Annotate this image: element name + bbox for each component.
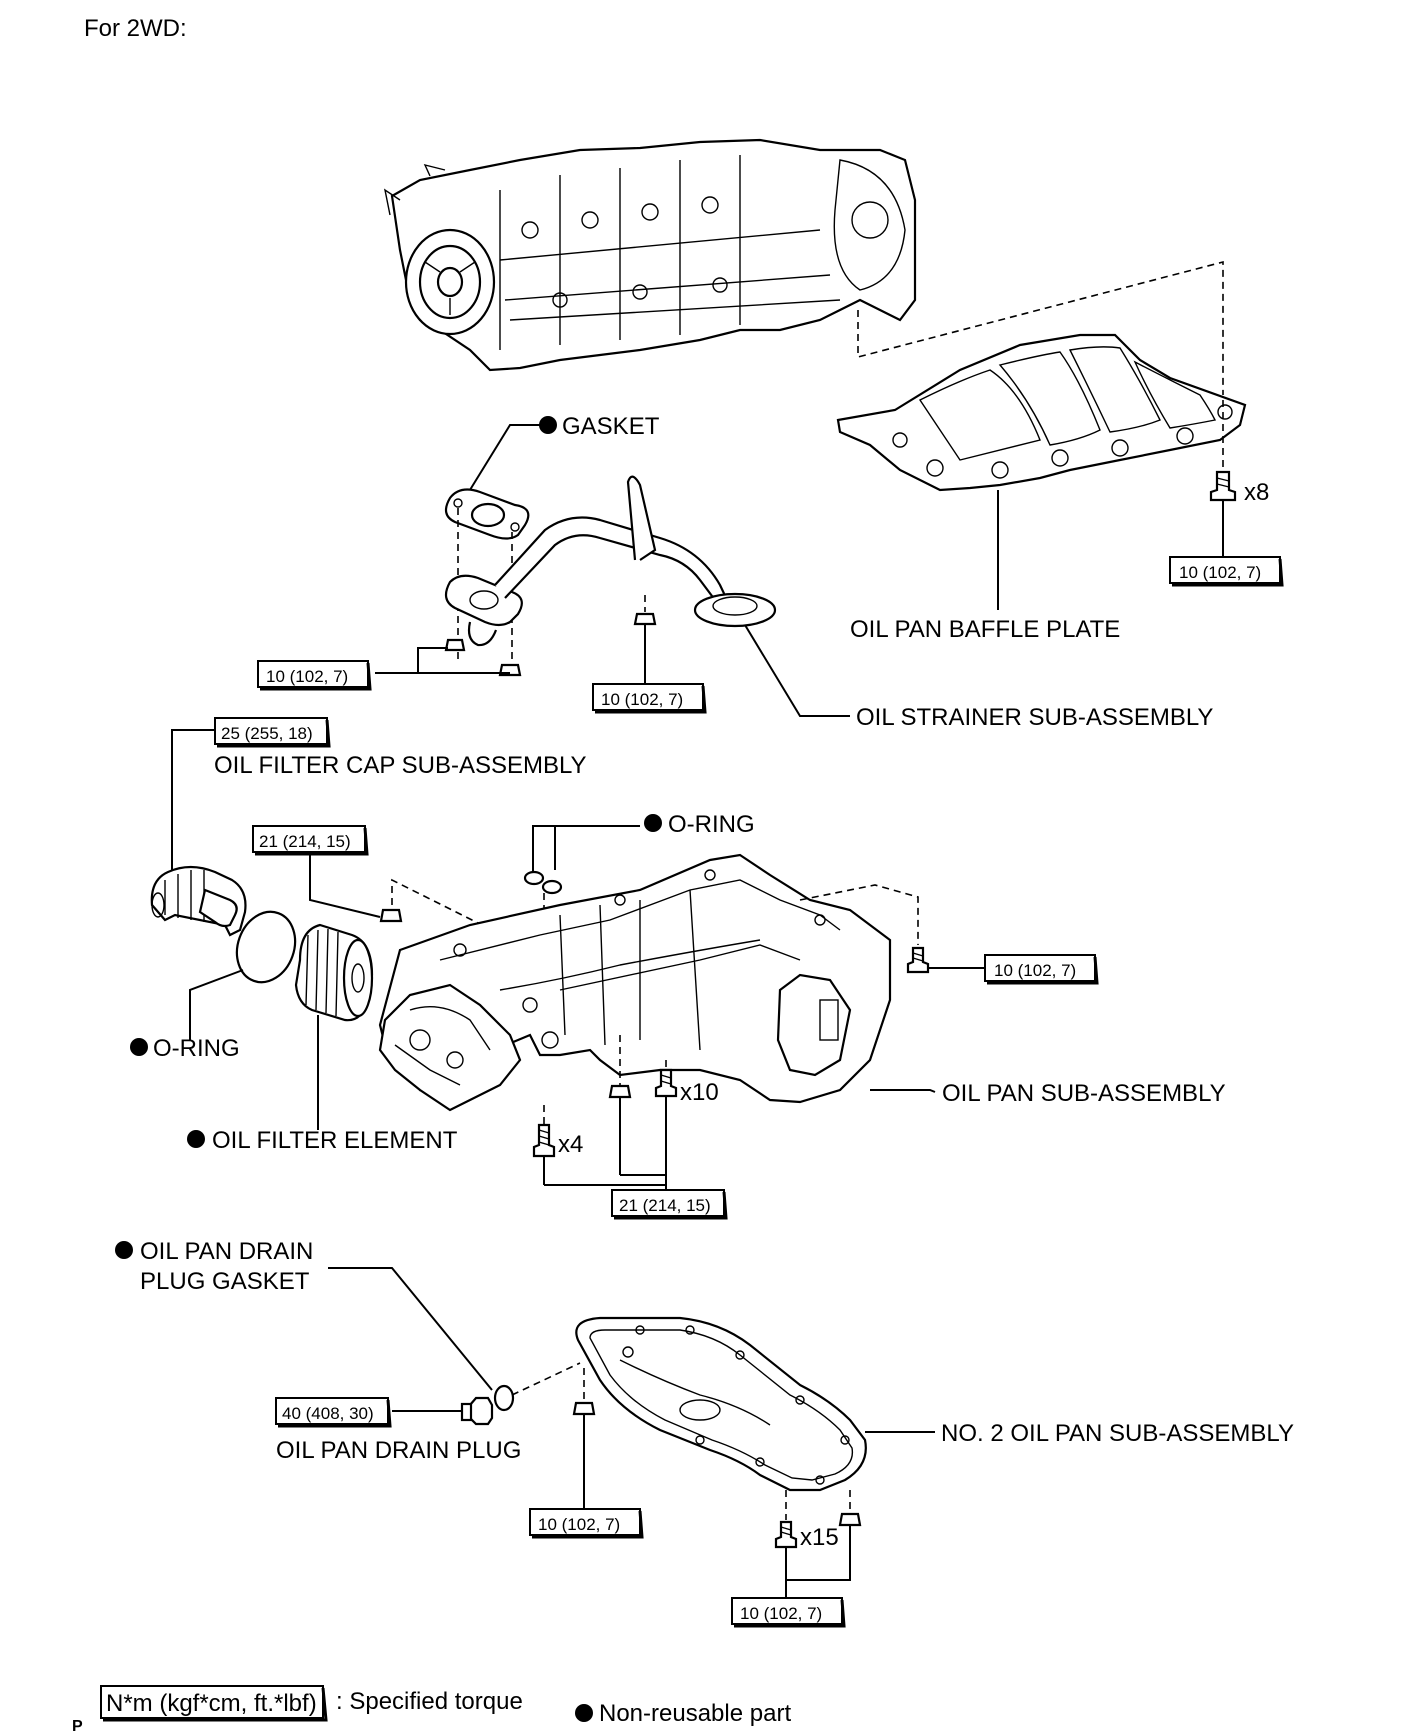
non-reusable-mark-filter-element: [187, 1130, 205, 1148]
no2-pan-nut: [572, 1401, 596, 1416]
pan-bolt-right: [906, 946, 930, 974]
pan-bolt-x4: [532, 1123, 556, 1158]
torque-box-no2-pan-nut: 10 (102, 7): [529, 1508, 644, 1539]
label-oil-strainer: OIL STRAINER SUB-ASSEMBLY: [856, 704, 1213, 731]
torque-value: 10 (102, 7): [1179, 563, 1261, 582]
torque-value: 40 (408, 30): [282, 1404, 374, 1423]
gasket-leader: [464, 416, 557, 499]
label-o-ring-top: O-RING: [668, 811, 755, 838]
non-reusable-mark-o-ring-left: [130, 1038, 148, 1056]
label-no2-oil-pan: NO. 2 OIL PAN SUB-ASSEMBLY: [941, 1420, 1294, 1447]
o-ring-pan-left: [523, 870, 545, 886]
label-oil-pan-sub-assembly: OIL PAN SUB-ASSEMBLY: [942, 1080, 1226, 1107]
pan-nut-left: [379, 908, 403, 923]
label-o-ring-left: O-RING: [153, 1035, 240, 1062]
footer-code: P: [72, 1718, 83, 1734]
drain-plug-part: [460, 1396, 494, 1426]
label-oil-pan-drain-plug: OIL PAN DRAIN PLUG: [276, 1437, 521, 1464]
torque-box-drain-plug: 40 (408, 30): [275, 1397, 392, 1428]
pan-bolt-count-x10: x10: [680, 1079, 719, 1106]
torque-value: 10 (102, 7): [266, 667, 348, 686]
non-reusable-mark-drain-gasket: [115, 1241, 133, 1259]
torque-value: 10 (102, 7): [538, 1515, 620, 1534]
torque-box-strainer-nut-center: 10 (102, 7): [592, 683, 707, 714]
no2-pan-nut-right: [838, 1512, 862, 1527]
oil-strainer-part: [444, 475, 777, 647]
torque-box-baffle-bolt: 10 (102, 7): [1169, 556, 1284, 587]
legend-non-reusable-text: Non-reusable part: [599, 1700, 791, 1727]
torque-box-strainer-nuts: 10 (102, 7): [257, 660, 372, 691]
torque-value: 25 (255, 18): [221, 724, 313, 743]
torque-box-no2-pan-bolts: 10 (102, 7): [731, 1597, 846, 1628]
pan-bolt-x10: [654, 1068, 678, 1098]
torque-box-pan-bolt-right: 10 (102, 7): [984, 954, 1099, 985]
o-ring-filter-part: [235, 910, 297, 984]
non-reusable-mark-o-ring-top: [644, 814, 662, 832]
drain-plug-gasket-part: [493, 1384, 515, 1412]
baffle-bolt: [1209, 400, 1237, 556]
label-oil-filter-element: OIL FILTER ELEMENT: [212, 1127, 458, 1154]
oil-filter-cap-part: [150, 865, 247, 937]
oil-pan-sub-assembly-part: [378, 853, 892, 1112]
torque-value: 21 (214, 15): [259, 832, 351, 851]
legend-non-reusable-mark: [575, 1704, 593, 1722]
torque-value: 21 (214, 15): [619, 1196, 711, 1215]
gasket-part: [444, 488, 530, 540]
non-reusable-mark-gasket: [539, 416, 557, 434]
label-gasket: GASKET: [562, 413, 660, 440]
torque-value: 10 (102, 7): [740, 1604, 822, 1623]
pan-nut-bottom: [608, 1084, 632, 1099]
o-ring-pan-right: [541, 879, 563, 895]
torque-box-pan-nut-left: 21 (214, 15): [252, 825, 369, 856]
oil-pan-baffle-plate: [836, 333, 1247, 492]
legend-torque-units: N*m (kgf*cm, ft.*lbf): [106, 1690, 317, 1717]
oil-filter-element-part: [294, 923, 374, 1022]
label-drain-plug-gasket-line2: PLUG GASKET: [140, 1268, 310, 1295]
torque-value: 10 (102, 7): [994, 961, 1076, 980]
label-oil-filter-cap: OIL FILTER CAP SUB-ASSEMBLY: [214, 752, 587, 779]
no2-pan-bolt: [774, 1520, 798, 1549]
engine-block-illustration: [383, 138, 917, 372]
legend-torque-text: : Specified torque: [336, 1688, 523, 1715]
legend: N*m (kgf*cm, ft.*lbf) : Specified torque…: [100, 1685, 791, 1727]
torque-box-pan-bolts-bottom: 21 (214, 15): [611, 1189, 728, 1220]
no2-pan-bolt-count: x15: [800, 1524, 839, 1551]
torque-box-filter-cap: 25 (255, 18): [214, 717, 331, 748]
pan-bolt-count-x4: x4: [558, 1131, 583, 1158]
strainer-nut-center: [633, 595, 657, 683]
strainer-nut-left: [444, 638, 522, 677]
torque-value: 10 (102, 7): [601, 690, 683, 709]
label-oil-pan-baffle-plate: OIL PAN BAFFLE PLATE: [850, 616, 1120, 643]
baffle-bolt-count: x8: [1244, 479, 1269, 506]
no2-oil-pan-part: [575, 1316, 867, 1492]
page-title: For 2WD:: [84, 15, 187, 42]
label-drain-plug-gasket-line1: OIL PAN DRAIN: [140, 1238, 313, 1265]
